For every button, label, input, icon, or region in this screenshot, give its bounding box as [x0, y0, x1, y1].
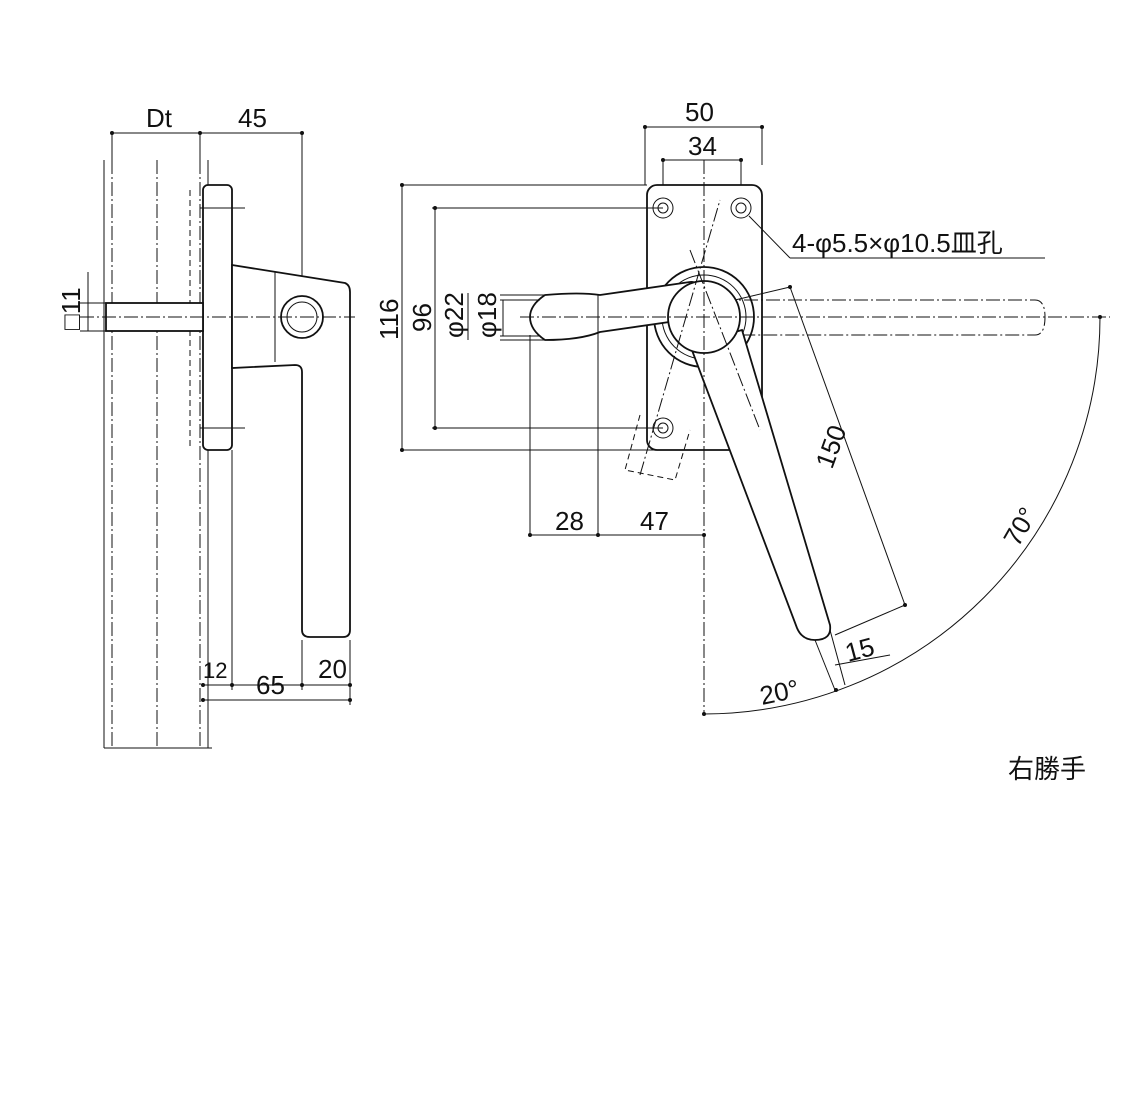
dim-phi18: φ18	[472, 292, 502, 338]
dim-12: 12	[203, 658, 227, 683]
hole-note: 4-φ5.5×φ10.5皿孔	[792, 228, 1003, 258]
dim-65: 65	[256, 670, 285, 700]
dim-15: 15	[842, 631, 878, 667]
dim-45: 45	[238, 103, 267, 133]
dim-20: 20	[318, 654, 347, 684]
hand-label: 右勝手	[1008, 754, 1086, 784]
side-view: Dt 45 □11 12 65 20	[56, 103, 355, 749]
dim-150: 150	[809, 421, 852, 472]
dim-47: 47	[640, 506, 669, 536]
angle-20: 20°	[757, 673, 802, 711]
dim-96: 96	[407, 303, 437, 332]
dim-50: 50	[685, 97, 714, 127]
dim-34: 34	[688, 131, 717, 161]
angle-70: 70°	[997, 502, 1043, 551]
dim-phi22: φ22	[439, 292, 469, 338]
dim-116: 116	[374, 299, 404, 340]
dim-28: 28	[555, 506, 584, 536]
dim-dt: Dt	[146, 103, 173, 133]
front-view: 50 34 4-φ5.5×φ10.5皿孔 116 96 φ22 φ18 28 4…	[374, 97, 1110, 716]
dim-square-11: □11	[56, 287, 86, 330]
